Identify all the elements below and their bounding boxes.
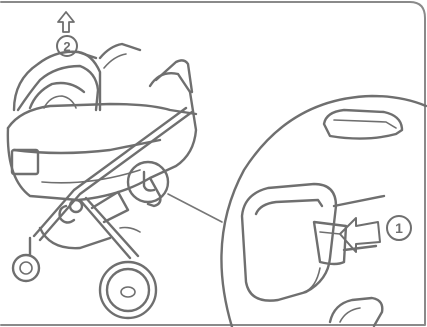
zoom-detail: 1 [221, 96, 426, 327]
middle-wheel [70, 200, 82, 212]
stroller-hood [14, 52, 100, 110]
front-wheel [13, 238, 39, 281]
step-2-label: 2 [63, 39, 70, 54]
zoom-circle-outline [221, 96, 426, 327]
attachment-point-circle [128, 162, 222, 222]
stroller-handlebar [100, 44, 192, 92]
upper-clip [324, 110, 402, 139]
rear-wheel [100, 262, 156, 318]
connector-housing [242, 184, 384, 301]
arrow-up-icon [58, 12, 74, 32]
step-1-label: 1 [395, 220, 403, 236]
step-1-marker: 1 [387, 216, 411, 240]
stroller-drawing [8, 44, 222, 318]
step-2-marker: 2 [57, 12, 77, 56]
lower-clip [330, 298, 382, 326]
